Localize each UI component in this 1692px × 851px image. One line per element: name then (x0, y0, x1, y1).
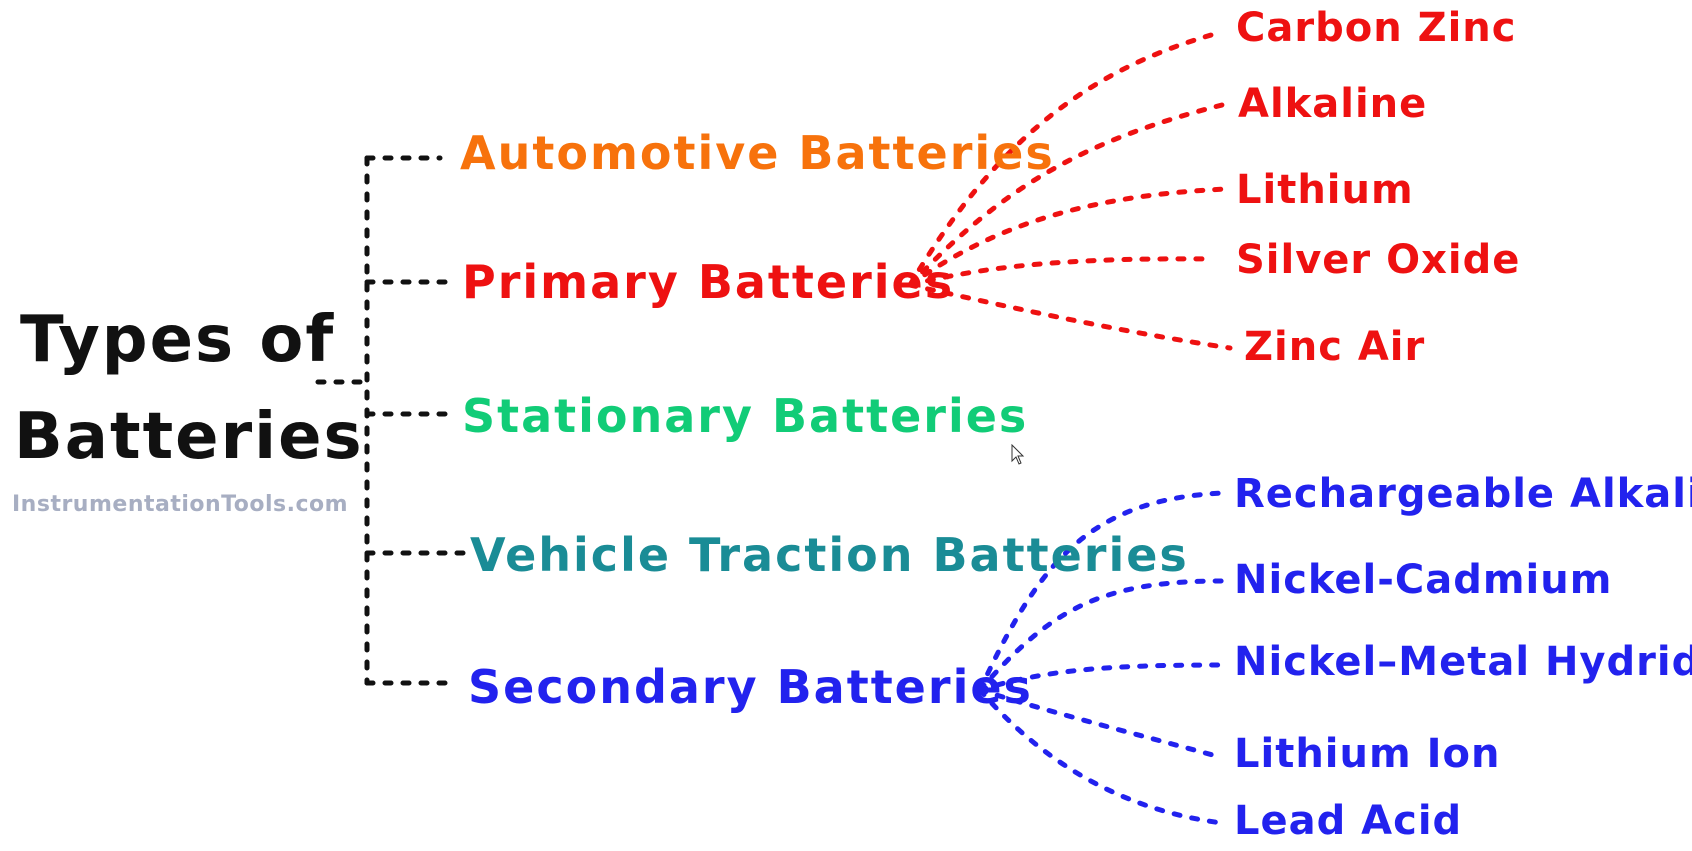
category-vehicle-traction: Vehicle Traction Batteries (470, 528, 1189, 582)
root-title-line1: Types of (20, 303, 336, 377)
primary-type-alkaline: Alkaline (1238, 81, 1428, 127)
secondary-branch-lead-acid-line (977, 687, 1225, 826)
primary-type-silver-oxide: Silver Oxide (1236, 237, 1521, 283)
category-primary: Primary Batteries (462, 255, 955, 309)
primary-type-carbon-zinc: Carbon Zinc (1236, 5, 1517, 51)
secondary-branch-nimh-line (977, 662, 1229, 693)
secondary-branch-nickel-cadmium-line (977, 578, 1231, 693)
root-title-line2: Batteries (14, 400, 364, 474)
primary-type-zinc-air: Zinc Air (1244, 324, 1426, 370)
secondary-branch-rechargeable-alkaline-line (977, 490, 1225, 693)
primary-branch-alkaline-line (907, 100, 1233, 288)
secondary-type-lithium-ion: Lithium Ion (1234, 731, 1501, 777)
secondary-type-lead-acid: Lead Acid (1234, 798, 1463, 844)
mouse-cursor-icon (1011, 444, 1025, 465)
watermark-text: InstrumentationTools.com (12, 492, 349, 517)
primary-branch-zinc-air-line (907, 282, 1233, 351)
primary-type-lithium: Lithium (1236, 167, 1414, 213)
primary-branch-lithium-line (907, 186, 1229, 288)
secondary-type-nimh: Nickel–Metal Hydride (1234, 639, 1692, 685)
secondary-type-rechargeable-alkaline: Rechargeable Alkaline (1234, 471, 1692, 517)
primary-branch-silver-oxide-line (907, 256, 1215, 288)
secondary-type-nickel-cadmium: Nickel-Cadmium (1234, 557, 1613, 603)
secondary-branch-lithium-ion-line (977, 687, 1223, 760)
category-stationary: Stationary Batteries (462, 389, 1029, 443)
category-secondary: Secondary Batteries (468, 660, 1033, 714)
category-automotive: Automotive Batteries (460, 126, 1055, 180)
primary-branch-carbon-zinc-line (907, 29, 1225, 288)
